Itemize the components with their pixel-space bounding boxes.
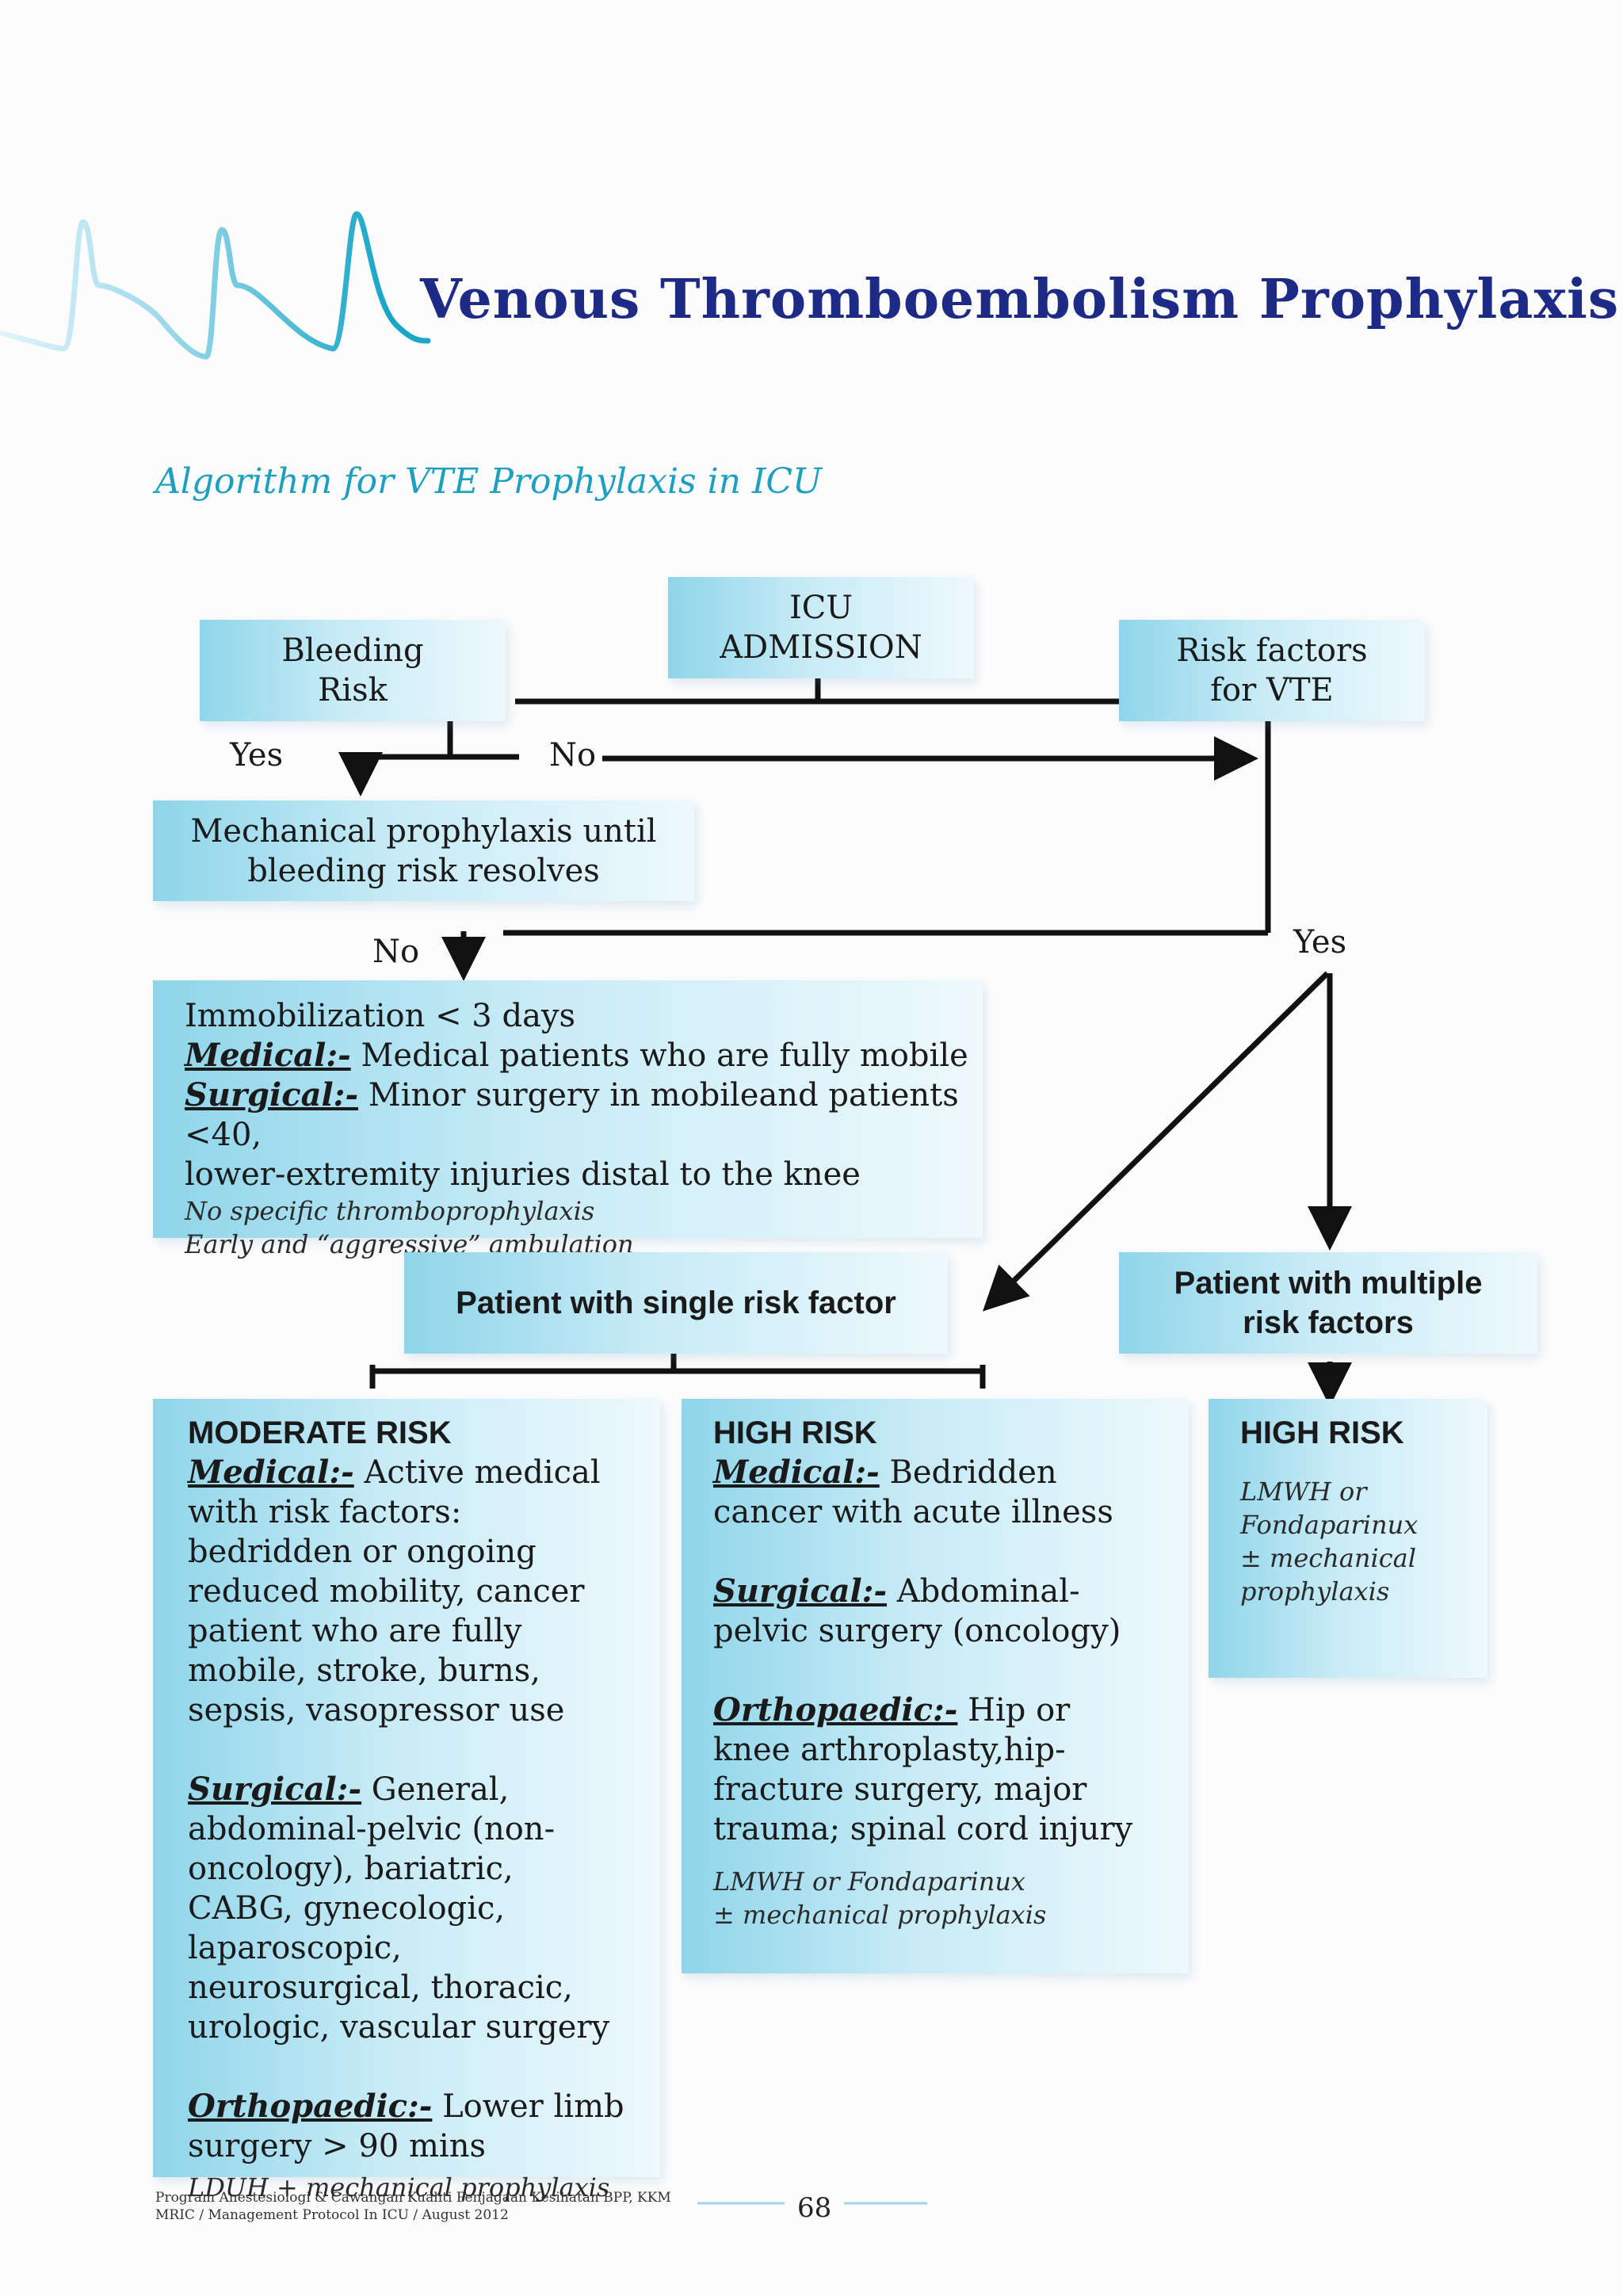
high-mid-treatment: LMWH or Fondaparinux [713, 1866, 1025, 1897]
medical-label: Medical:- [185, 1037, 351, 1074]
page-number: 68 [797, 2192, 832, 2224]
footer-credits: Program Anestesiologi & Cawangan Kualiti… [155, 2190, 671, 2223]
label-yes-bleeding: Yes [230, 737, 284, 774]
section-subtitle: Algorithm for VTE Prophylaxis in ICU [155, 461, 823, 502]
page-title: Venous Thromboembolism Prophylaxis [420, 268, 1620, 331]
moderate-risk-box: MODERATE RISK Medical:- Active medical w… [153, 1399, 660, 2202]
moderate-treatment: LDUH + mechanical prophylaxis [188, 2172, 610, 2202]
low-risk-note: No specific thromboprophylaxis [185, 1196, 595, 1226]
high-risk-right-heading: HIGH RISK [1240, 1415, 1404, 1450]
label-no-mechanical: No [372, 934, 420, 970]
connectors [338, 678, 1352, 1407]
moderate-risk-heading: MODERATE RISK [188, 1415, 452, 1450]
multiple-risk-box: Patient with multiple risk factors [1119, 1252, 1537, 1354]
high-risk-right-box: HIGH RISK LMWH or Fondaparinux ± mechani… [1209, 1399, 1487, 1678]
high-risk-mid-box: HIGH RISK Medical:- Bedridden cancer wit… [682, 1399, 1189, 1973]
label-no-bleeding: No [549, 737, 597, 774]
high-risk-heading: HIGH RISK [713, 1415, 877, 1450]
immobilization-line: Immobilization < 3 days [185, 998, 576, 1034]
ecg-wave-logo [0, 211, 1623, 360]
mechanical-prophylaxis-box: Mechanical prophylaxis until bleeding ri… [153, 800, 694, 901]
label-yes-risk-factors: Yes [1293, 924, 1347, 961]
risk-factors-box: Risk factors for VTE [1119, 620, 1425, 721]
bleeding-risk-box: Bleeding Risk [200, 620, 506, 721]
low-risk-box: Immobilization < 3 days Medical:- Medica… [153, 980, 983, 1259]
single-risk-box: Patient with single risk factor [404, 1252, 948, 1354]
surgical-label: Surgical:- [185, 1076, 359, 1114]
icu-admission-box: ICU ADMISSION [668, 577, 974, 678]
